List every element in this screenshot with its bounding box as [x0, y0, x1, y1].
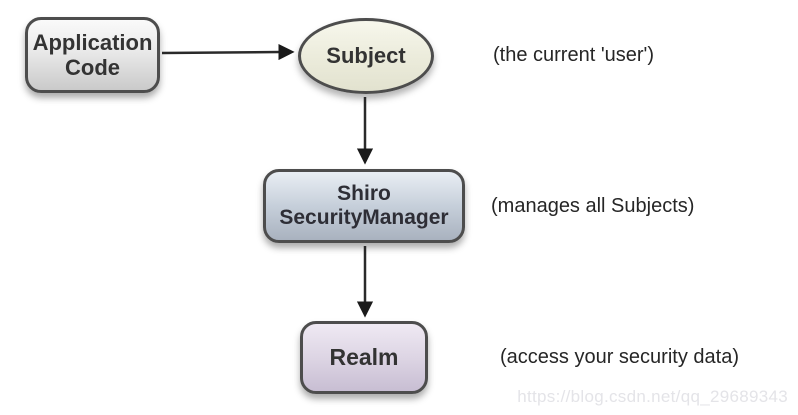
application-code-label-line1: Application [32, 29, 153, 55]
arrow-appcode-to-subject [161, 43, 295, 61]
realm-label: Realm [329, 344, 399, 371]
security-manager-node: Shiro SecurityManager [263, 169, 465, 243]
subject-annotation: (the current 'user') [493, 44, 655, 66]
csdn-watermark: https://blog.csdn.net/qq_29689343 [517, 387, 788, 406]
security-manager-annotation: (manages all Subjects) [491, 195, 695, 217]
subject-node: Subject [298, 18, 434, 94]
security-manager-label-line1: Shiro [337, 181, 391, 205]
application-code-label-line2: Code [65, 55, 120, 80]
security-manager-label-line2: SecurityManager [279, 206, 449, 229]
subject-label: Subject [326, 43, 406, 69]
realm-annotation: (access your security data) [500, 346, 739, 368]
application-code-node: Application Code [25, 17, 160, 93]
realm-node: Realm [300, 321, 428, 394]
